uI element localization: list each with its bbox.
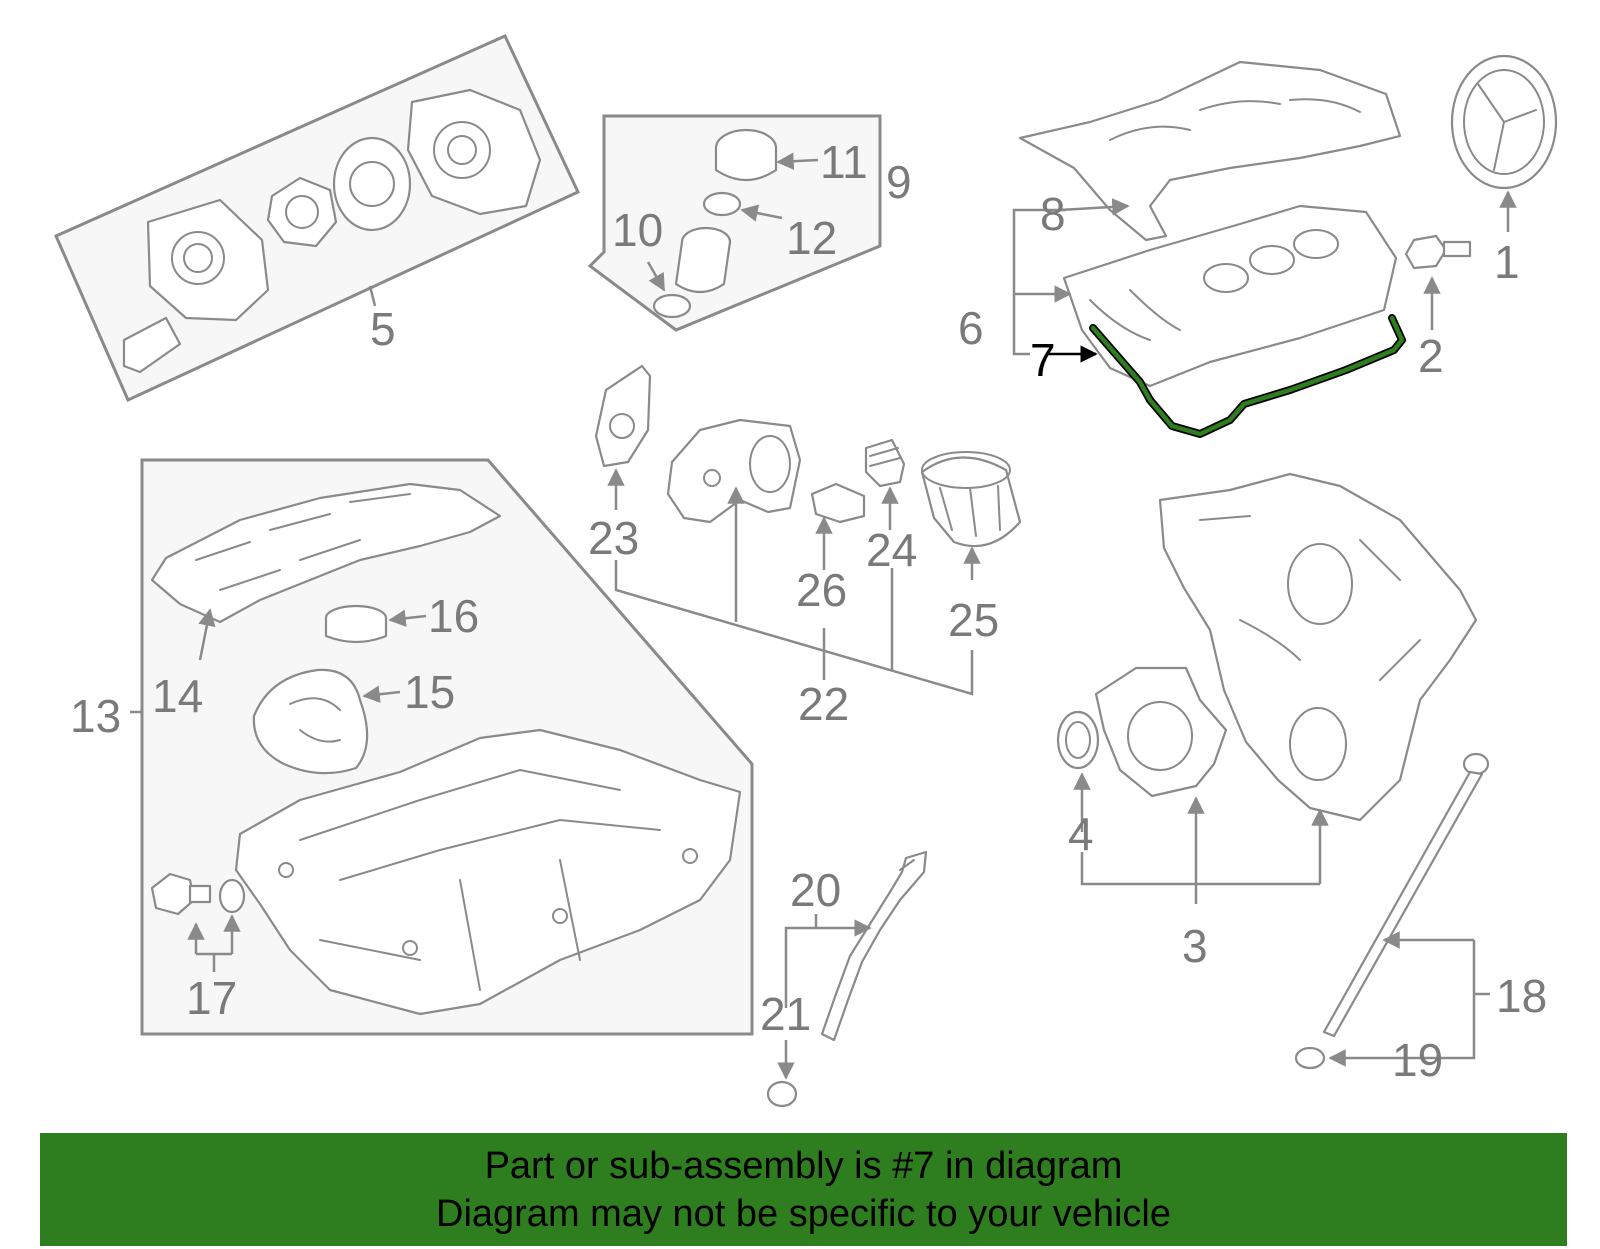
- callout-18: 18: [1496, 970, 1547, 1022]
- callout-1: 1: [1494, 236, 1520, 288]
- engine-cover-part: [1018, 60, 1402, 242]
- dipstick-tube-group: [766, 850, 928, 1108]
- callout-11: 11: [820, 136, 868, 188]
- callout-21: 21: [760, 988, 811, 1040]
- leader-15: [362, 685, 401, 703]
- dipstick-seal-part: [1294, 1046, 1326, 1070]
- callout-4: 4: [1068, 808, 1094, 860]
- callout-15: 15: [404, 666, 455, 718]
- bracket-20: [784, 919, 872, 1008]
- oil-pump-body-part: [406, 88, 542, 216]
- valve-cover-part: [1062, 204, 1398, 388]
- drain-washer-part: [218, 878, 246, 914]
- callout-6: 6: [958, 302, 984, 354]
- oil-filter-group: [594, 364, 1022, 696]
- callout-25: 25: [948, 594, 999, 646]
- callout-23: 23: [588, 512, 639, 564]
- bracket-19: [1328, 940, 1476, 1067]
- callout-2: 2: [1418, 330, 1444, 382]
- drain-plug-part: [150, 872, 212, 916]
- callout-5: 5: [370, 303, 396, 355]
- crank-pulley-part: [1450, 54, 1558, 190]
- callout-7: 7: [1030, 334, 1056, 386]
- group-13-oil-pan: [130, 458, 754, 1036]
- drain-seal-part: [324, 604, 388, 644]
- leader-5: [368, 285, 377, 307]
- sender-fitting-part: [864, 438, 906, 488]
- banner-line-1: Part or sub-assembly is #7 in diagram: [484, 1144, 1123, 1187]
- callout-13: 13: [70, 690, 121, 742]
- leader-10: [646, 261, 666, 292]
- dipstick-tube-part: [820, 850, 928, 1042]
- valve-cover-group: [1012, 54, 1558, 438]
- bolt-part: [1404, 234, 1472, 270]
- group-5-oil-pump-kit: [54, 34, 580, 403]
- filler-tube-part: [674, 226, 732, 294]
- group-9-oil-filler: [587, 114, 882, 332]
- filler-o-ring-part: [652, 293, 692, 319]
- water-pump-cover-part: [1094, 666, 1228, 798]
- callout-20: 20: [790, 864, 841, 916]
- front-seal-part: [1056, 710, 1100, 770]
- leader-12: [740, 204, 783, 222]
- bracket-6: [1012, 208, 1066, 356]
- dipstick-group: [1294, 752, 1490, 1070]
- oil-pressure-sensor-part: [810, 482, 866, 524]
- oil-pan-part: [234, 728, 742, 1016]
- leader-14: [198, 608, 216, 661]
- adapter-gasket-part: [594, 364, 652, 468]
- callout-12: 12: [786, 212, 837, 264]
- leader-11: [776, 152, 819, 170]
- leader-16: [388, 609, 427, 627]
- callout-22: 22: [798, 678, 849, 730]
- timing-cover-part: [1158, 472, 1478, 822]
- leader-8: [1059, 198, 1130, 216]
- info-banner: Part or sub-assembly is #7 in diagram Di…: [40, 1133, 1567, 1246]
- oil-pump-cover-part: [122, 198, 270, 374]
- callout-19: 19: [1392, 1034, 1443, 1086]
- callout-10: 10: [612, 204, 663, 256]
- filler-seal-part: [702, 191, 742, 217]
- callout-17: 17: [186, 972, 237, 1024]
- tube-o-ring-part: [766, 1080, 798, 1108]
- oil-filter-part: [920, 451, 1022, 548]
- callout-24: 24: [866, 524, 917, 576]
- callout-16: 16: [428, 590, 479, 642]
- callout-26: 26: [796, 564, 847, 616]
- filter-adapter-part: [666, 418, 802, 524]
- valve-cover-gasket-part: [1090, 315, 1405, 437]
- oil-filler-cap-part: [714, 128, 778, 181]
- callout-8: 8: [1040, 188, 1066, 240]
- oil-deflector-part: [150, 482, 502, 624]
- bracket-22: [614, 560, 974, 696]
- timing-cover-group: [1056, 472, 1478, 904]
- banner-line-2: Diagram may not be specific to your vehi…: [436, 1192, 1171, 1235]
- callout-3: 3: [1182, 920, 1208, 972]
- oil-pump-rotor-part: [266, 136, 412, 248]
- callout-9: 9: [886, 156, 912, 208]
- oil-pickup-tube-part: [252, 668, 369, 775]
- bracket-3: [1080, 852, 1320, 886]
- dipstick-part: [1322, 752, 1490, 1038]
- callout-14: 14: [152, 670, 203, 722]
